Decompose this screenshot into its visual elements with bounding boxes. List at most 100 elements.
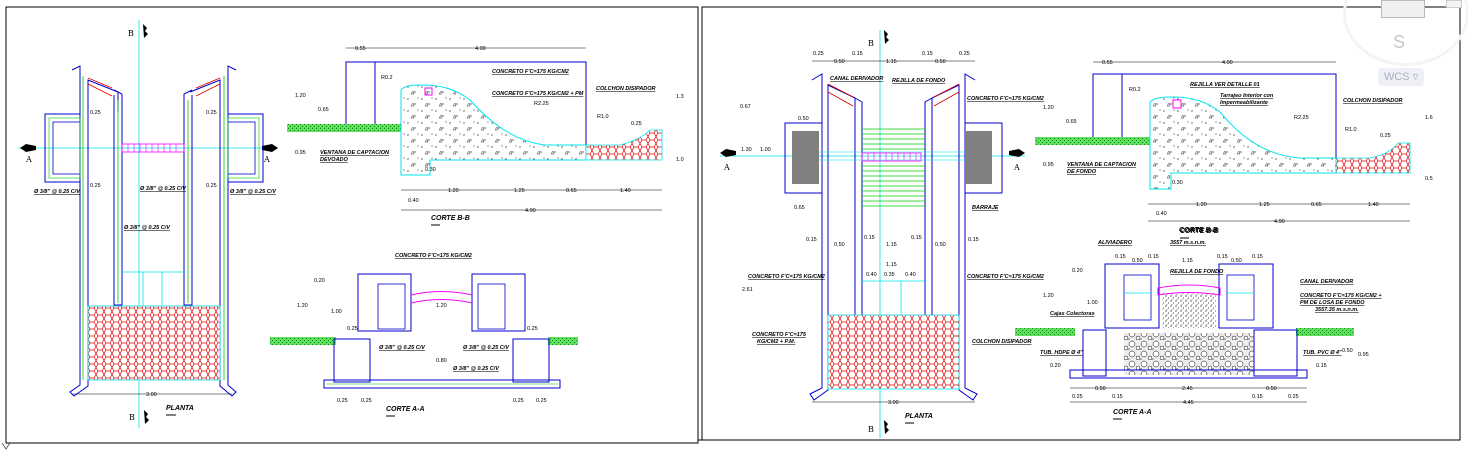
- rebar-label: Ø 3/8" @ 0.25 C/V: [453, 366, 500, 372]
- dim-total: 4.45: [1183, 400, 1194, 406]
- dim-label: 1.15: [886, 262, 897, 268]
- dim-label: 1.00: [1087, 300, 1098, 306]
- dim-label: 0.80: [436, 358, 447, 364]
- dim-label: 1.20: [436, 303, 447, 309]
- left-wall: [1104, 263, 1160, 329]
- dim-label: 0.35: [884, 272, 895, 278]
- dim-label: R2.25: [534, 101, 549, 107]
- material-label: ALIVIADERO: [1097, 240, 1133, 246]
- dim-label: 0.50: [1266, 386, 1277, 392]
- wcs-menu-button[interactable]: WCS ▿: [1378, 68, 1424, 86]
- weir-body: [400, 84, 587, 176]
- dim-label: 0.25: [90, 183, 101, 189]
- section-marker-b-bottom: [884, 420, 889, 434]
- wingwall-line: [87, 83, 113, 97]
- dim-label: 1.30: [741, 147, 752, 153]
- left-collector-slab: [792, 131, 819, 184]
- dim-label: 0.40: [905, 272, 916, 278]
- corte-bb-title: CORTE B-B: [431, 215, 470, 222]
- left-inner-wall: [113, 89, 123, 306]
- dim-label: 0.25: [527, 326, 538, 332]
- dim-label: 0.25: [631, 121, 642, 127]
- terrain: [287, 124, 402, 132]
- viewcube-home-button[interactable]: [1446, 0, 1462, 8]
- sheet1-frame: [5, 6, 699, 444]
- dim-label: 0.40: [866, 272, 877, 278]
- sheet1-corte-bb[interactable]: 0.55 4.00 0.40 1.20 1.25 0.65 1.40 4.90 …: [287, 46, 684, 226]
- material-label: CONCRETO F'C=175 KG/CM2: [395, 253, 472, 259]
- compass-south-label[interactable]: S: [1393, 32, 1406, 52]
- dim-label: 0.50: [834, 59, 845, 65]
- material-label: CONCRETO F'C=175 KG/CM2: [967, 96, 1044, 102]
- viewcube[interactable]: [1381, 0, 1425, 18]
- left-collector-box: [784, 122, 823, 194]
- corte-aa-title: CORTE A-A: [1113, 409, 1152, 416]
- sheet1-corte-aa[interactable]: CONCRETO F'C=175 KG/CM2 0.20 1.20 1.00 0…: [270, 253, 578, 417]
- filter-gravel: [1162, 293, 1216, 328]
- axis-b-bottom-label: B: [868, 425, 874, 434]
- dim-label: 1.0: [676, 157, 684, 163]
- dim-label: 0.30: [425, 167, 436, 173]
- material-label: CONCRETO F'C=175 KG/CM2: [967, 274, 1044, 280]
- dim-label: 0.55: [1102, 60, 1113, 66]
- grating: [121, 143, 185, 153]
- sheet2-planta[interactable]: B B A A: [720, 30, 1044, 438]
- dim-label: 1.15: [886, 242, 897, 248]
- axis-b-bottom-label: B: [129, 413, 135, 422]
- right-collector-slab: [965, 131, 992, 184]
- dim-label: 4.00: [1222, 60, 1233, 66]
- dim-label: 0.95: [1358, 352, 1369, 358]
- dim-label: 1.3: [676, 94, 684, 100]
- dim-label: 0.65: [566, 188, 577, 194]
- base-slab: [1069, 369, 1308, 379]
- right-inner-wall: [924, 97, 933, 315]
- dim-width: 3.00: [146, 392, 157, 398]
- dim-label: 2.45: [1182, 386, 1193, 392]
- sheet1-planta[interactable]: B B A A: [18, 20, 278, 428]
- axis-a-right-label: A: [263, 155, 270, 164]
- dim-label: 0.25: [1380, 133, 1391, 139]
- material-label: PM DE LOSA DE FONDO: [1300, 300, 1365, 306]
- dim-label: 0.25: [959, 51, 970, 57]
- material-label: Tarrajeo Interior con: [1220, 93, 1274, 99]
- dim-label: 0.30: [1172, 180, 1183, 186]
- dim-label: 0.15: [911, 235, 922, 241]
- material-label: REJILLA DE FONDO: [892, 78, 946, 84]
- dim-label: 0.50: [834, 242, 845, 248]
- dim-label: 1.15: [886, 59, 897, 65]
- barraje-lines: [862, 128, 925, 207]
- material-label: COLCHON DISIPADOR: [1343, 98, 1403, 104]
- dim-label: 0.25: [361, 398, 372, 404]
- material-label: VENTANA DE CAPTACION: [1067, 162, 1137, 168]
- dim-label: 0.15: [922, 51, 933, 57]
- dim-label: 0.25: [206, 110, 217, 116]
- dim-label: 0.25: [513, 398, 524, 404]
- dim-label: R0.2: [1129, 87, 1141, 93]
- dim-label: 0.50: [1231, 258, 1242, 264]
- dim-total: 4.90: [525, 208, 536, 214]
- left-collector-rebar: [48, 117, 81, 179]
- section-marker-a-left: [20, 144, 36, 152]
- rebar-label: Ø 3/8" @ 0.25 C/V: [34, 189, 81, 195]
- sheet2-corte-aa[interactable]: CORTE B-B ALIVIADERO 3557 m.s.n.m. REJIL…: [1015, 227, 1382, 420]
- dim-label: 1.20: [297, 303, 308, 309]
- dim-label: 0.15: [1112, 394, 1123, 400]
- axis-b-top-label: B: [128, 29, 134, 38]
- material-label: CANAL DERIVADOR: [1300, 279, 1353, 285]
- dim-label: 0.95: [295, 150, 306, 156]
- left-channel: [1123, 274, 1152, 321]
- dim-label: 2.61: [742, 287, 753, 293]
- dim-label: 0.40: [1156, 211, 1167, 217]
- grating-bars: [127, 144, 177, 152]
- dim-label: 0.25: [90, 110, 101, 116]
- dim-label: 1.00: [331, 309, 342, 315]
- dim-label: 0.25: [337, 398, 348, 404]
- wingwall-line: [195, 77, 221, 89]
- section-marker-a-right: [262, 144, 278, 152]
- terrain: [1015, 328, 1075, 336]
- colchon-disipador: [1335, 142, 1411, 174]
- grating-bars: [867, 153, 917, 161]
- dim-label: 0.25: [206, 183, 217, 189]
- sheet2-corte-bb[interactable]: 0.55 4.00 0.40 1.20 1.25 0.65 1.40 4.90 …: [1035, 60, 1433, 239]
